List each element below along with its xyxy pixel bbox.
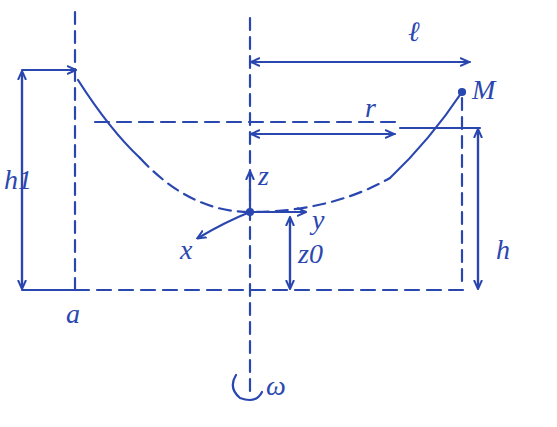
axis-label: x — [180, 236, 192, 264]
radius-label: r — [365, 94, 376, 122]
angular-velocity-label: ω — [266, 372, 286, 400]
point-label: M — [472, 76, 495, 104]
dimension-label: h1 — [4, 166, 32, 194]
dimension-label: a — [66, 300, 80, 328]
axis-label: z — [258, 162, 269, 190]
dimension-label: z0 — [298, 240, 323, 268]
axis-label: y — [312, 206, 324, 234]
length-label: ℓ — [408, 18, 420, 46]
dimension-label: h — [496, 236, 510, 264]
